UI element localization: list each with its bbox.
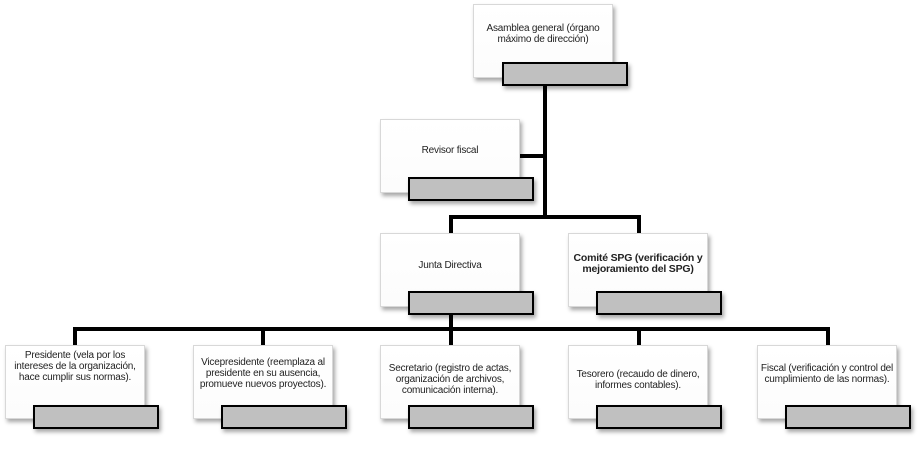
name-field-vicepresidente [221, 405, 347, 429]
node-label: Presidente (vela por los intereses de la… [14, 350, 136, 383]
name-field-presidente [33, 405, 159, 429]
name-field-asamblea-general [502, 62, 628, 86]
name-field-secretario [408, 405, 534, 429]
node-label: Secretario (registro de actas, organizac… [388, 363, 512, 396]
node-label: Comité SPG (verificación y mejoramiento … [573, 252, 703, 275]
name-field-tesorero [596, 405, 722, 429]
node-label: Junta Directiva [418, 260, 482, 271]
name-field-revisor-fiscal [408, 177, 534, 201]
node-label: Tesorero (recaudo de dinero, informes co… [576, 369, 700, 391]
name-field-junta-directiva [408, 291, 534, 315]
node-label: Revisor fiscal [421, 145, 479, 156]
node-label: Fiscal (verificación y control del cumpl… [760, 363, 894, 385]
node-label: Asamblea general (órgano máximo de direc… [486, 23, 600, 45]
node-label: Vicepresidente (reemplaza al presidente … [199, 357, 327, 390]
name-field-comite-spg [596, 291, 722, 315]
name-field-fiscal [785, 405, 911, 429]
